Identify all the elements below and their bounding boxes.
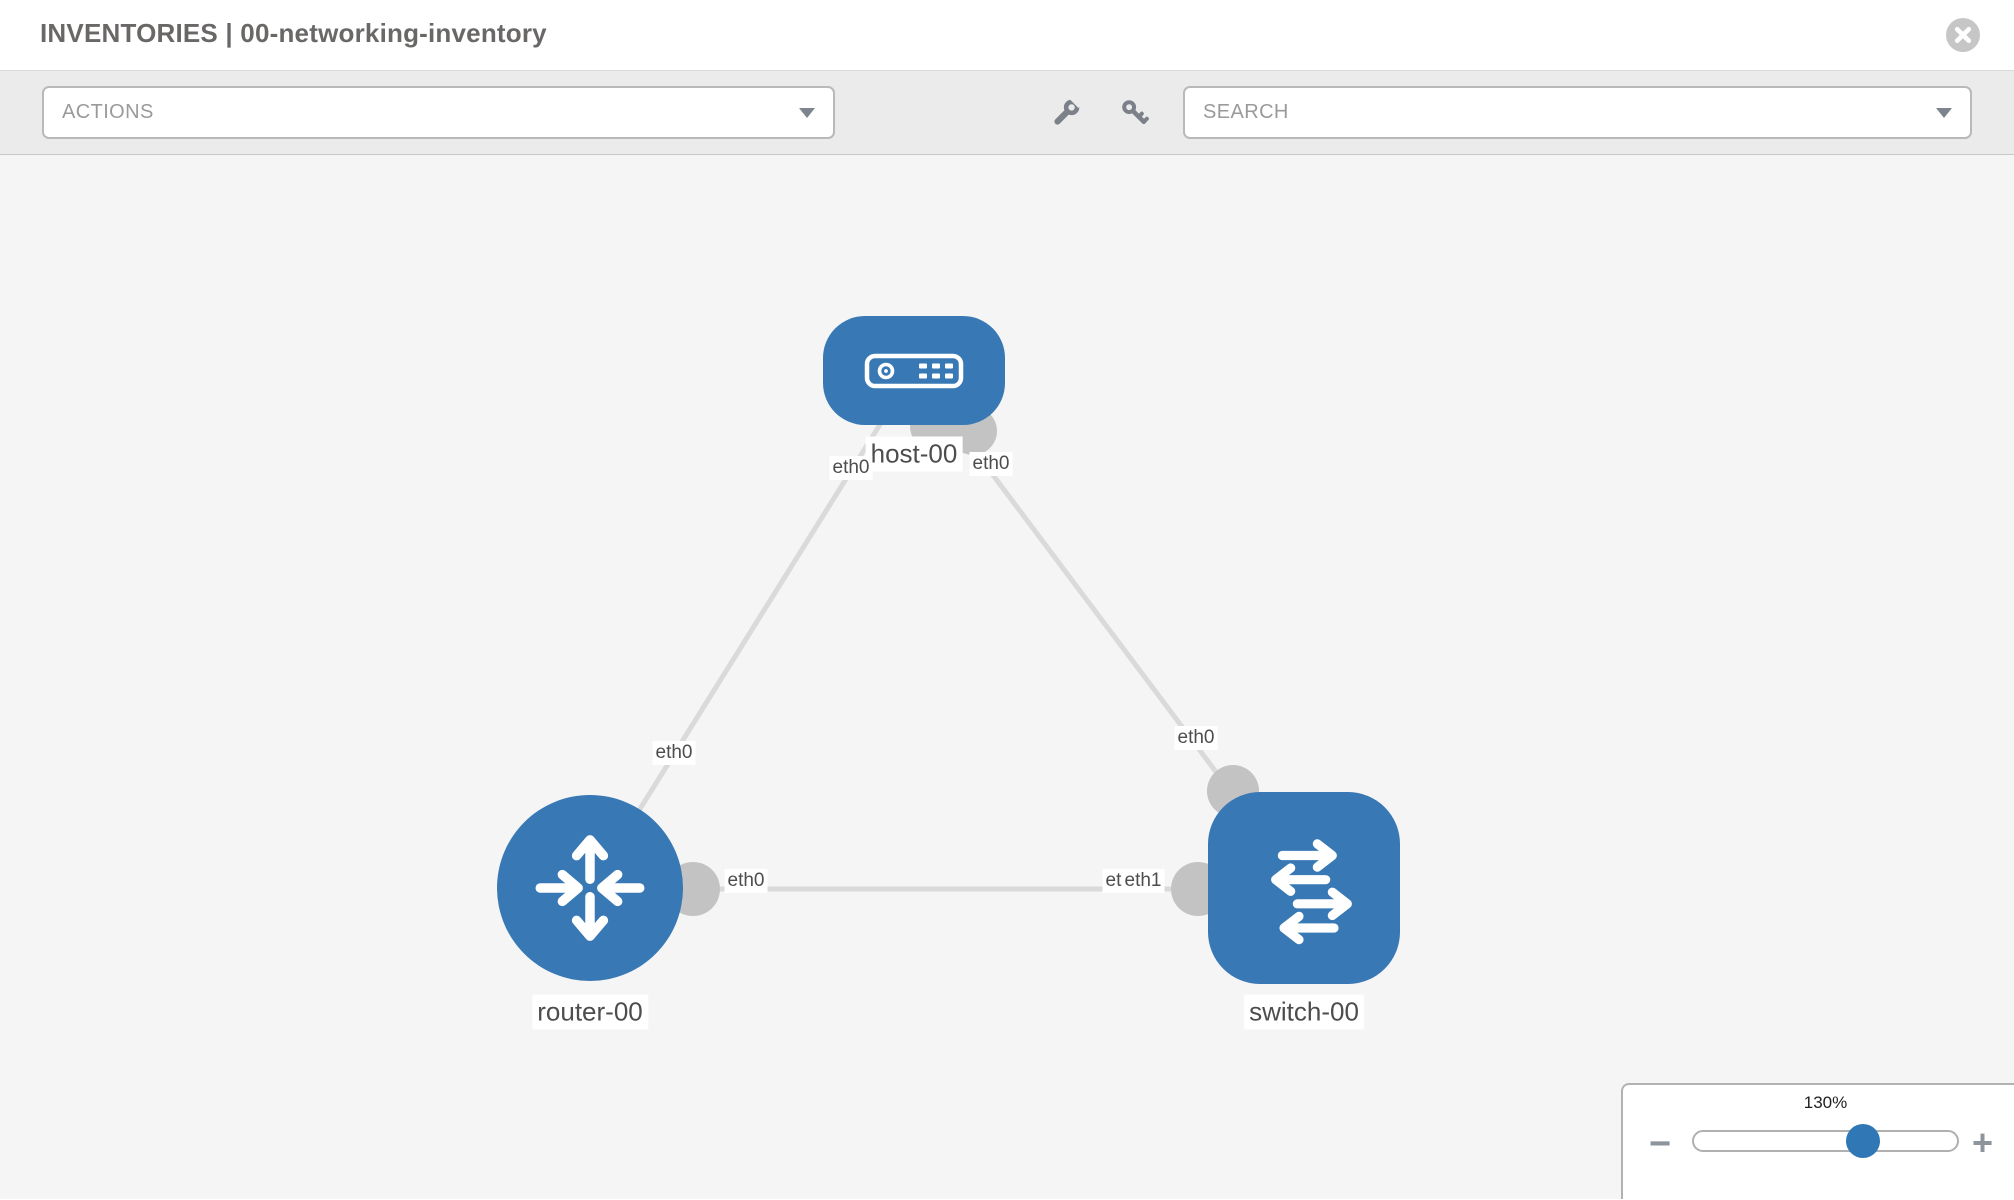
interface-ports bbox=[666, 401, 1259, 916]
interface-label: eth0 bbox=[724, 869, 768, 893]
node-router[interactable] bbox=[497, 795, 683, 981]
page-title: INVENTORIES | 00-networking-inventory bbox=[40, 18, 547, 48]
header: INVENTORIES | 00-networking-inventory bbox=[0, 0, 2014, 71]
topology-canvas[interactable]: host-00 router-00 switch-00 eth0 eth0 et… bbox=[0, 155, 2014, 1199]
key-icon bbox=[1122, 100, 1149, 125]
interface-label: eth0 bbox=[969, 452, 1013, 476]
node-label-host: host-00 bbox=[865, 436, 963, 472]
node-label-switch: switch-00 bbox=[1244, 994, 1364, 1030]
router-icon bbox=[535, 835, 645, 941]
actions-dropdown-label: ACTIONS bbox=[62, 101, 154, 123]
toolbar: ACTIONS SEARCH bbox=[0, 71, 2014, 155]
node-switch[interactable] bbox=[1208, 792, 1400, 984]
close-button[interactable] bbox=[1946, 18, 1980, 52]
actions-dropdown[interactable]: ACTIONS bbox=[42, 86, 835, 139]
plus-icon: + bbox=[1972, 1122, 1994, 1163]
topology-links bbox=[587, 368, 1306, 916]
configure-button[interactable] bbox=[1043, 91, 1089, 135]
zoom-slider[interactable] bbox=[1692, 1124, 1959, 1158]
interface-label: eth0 bbox=[1174, 726, 1218, 750]
zoom-percentage: 130% bbox=[1803, 1093, 1848, 1112]
search-dropdown[interactable]: SEARCH bbox=[1183, 86, 1972, 139]
interface-label: eth0 bbox=[652, 741, 696, 765]
switch-icon bbox=[1271, 839, 1352, 945]
minus-icon: − bbox=[1649, 1123, 1672, 1165]
search-dropdown-label: SEARCH bbox=[1203, 101, 1289, 123]
circle-x-icon bbox=[1946, 18, 1980, 52]
zoom-out-button[interactable]: − bbox=[1649, 1125, 1671, 1163]
node-label-router: router-00 bbox=[532, 994, 648, 1030]
credentials-button[interactable] bbox=[1112, 91, 1158, 135]
zoom-in-button[interactable]: + bbox=[1972, 1125, 1993, 1161]
interface-label: eth0 bbox=[829, 456, 873, 480]
interface-label: eth1 bbox=[1121, 869, 1165, 893]
chevron-down-icon bbox=[799, 107, 815, 118]
wrench-icon bbox=[1054, 97, 1082, 125]
zoom-slider-thumb[interactable] bbox=[1846, 1124, 1880, 1158]
host-icon bbox=[864, 353, 964, 388]
node-host[interactable] bbox=[823, 316, 1005, 425]
chevron-down-icon bbox=[1936, 107, 1952, 118]
zoom-control-panel: 130% − + bbox=[1621, 1083, 2014, 1199]
